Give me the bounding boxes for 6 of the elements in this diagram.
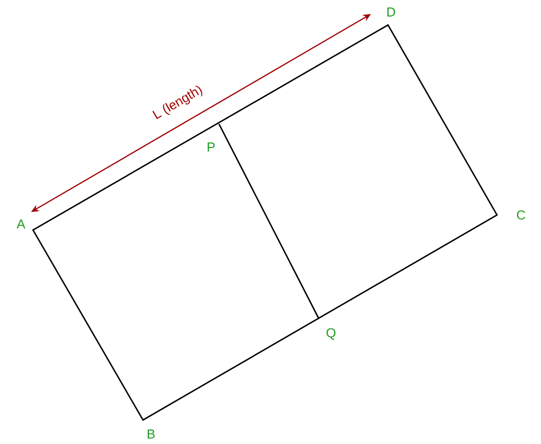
vertex-label: P [208, 142, 215, 152]
vertex-label: B [148, 430, 155, 438]
vertex-label: C [516, 210, 526, 220]
vertex-label: A [16, 220, 26, 228]
vertex-label: Q [326, 328, 336, 340]
vertex-label: D [387, 8, 396, 16]
